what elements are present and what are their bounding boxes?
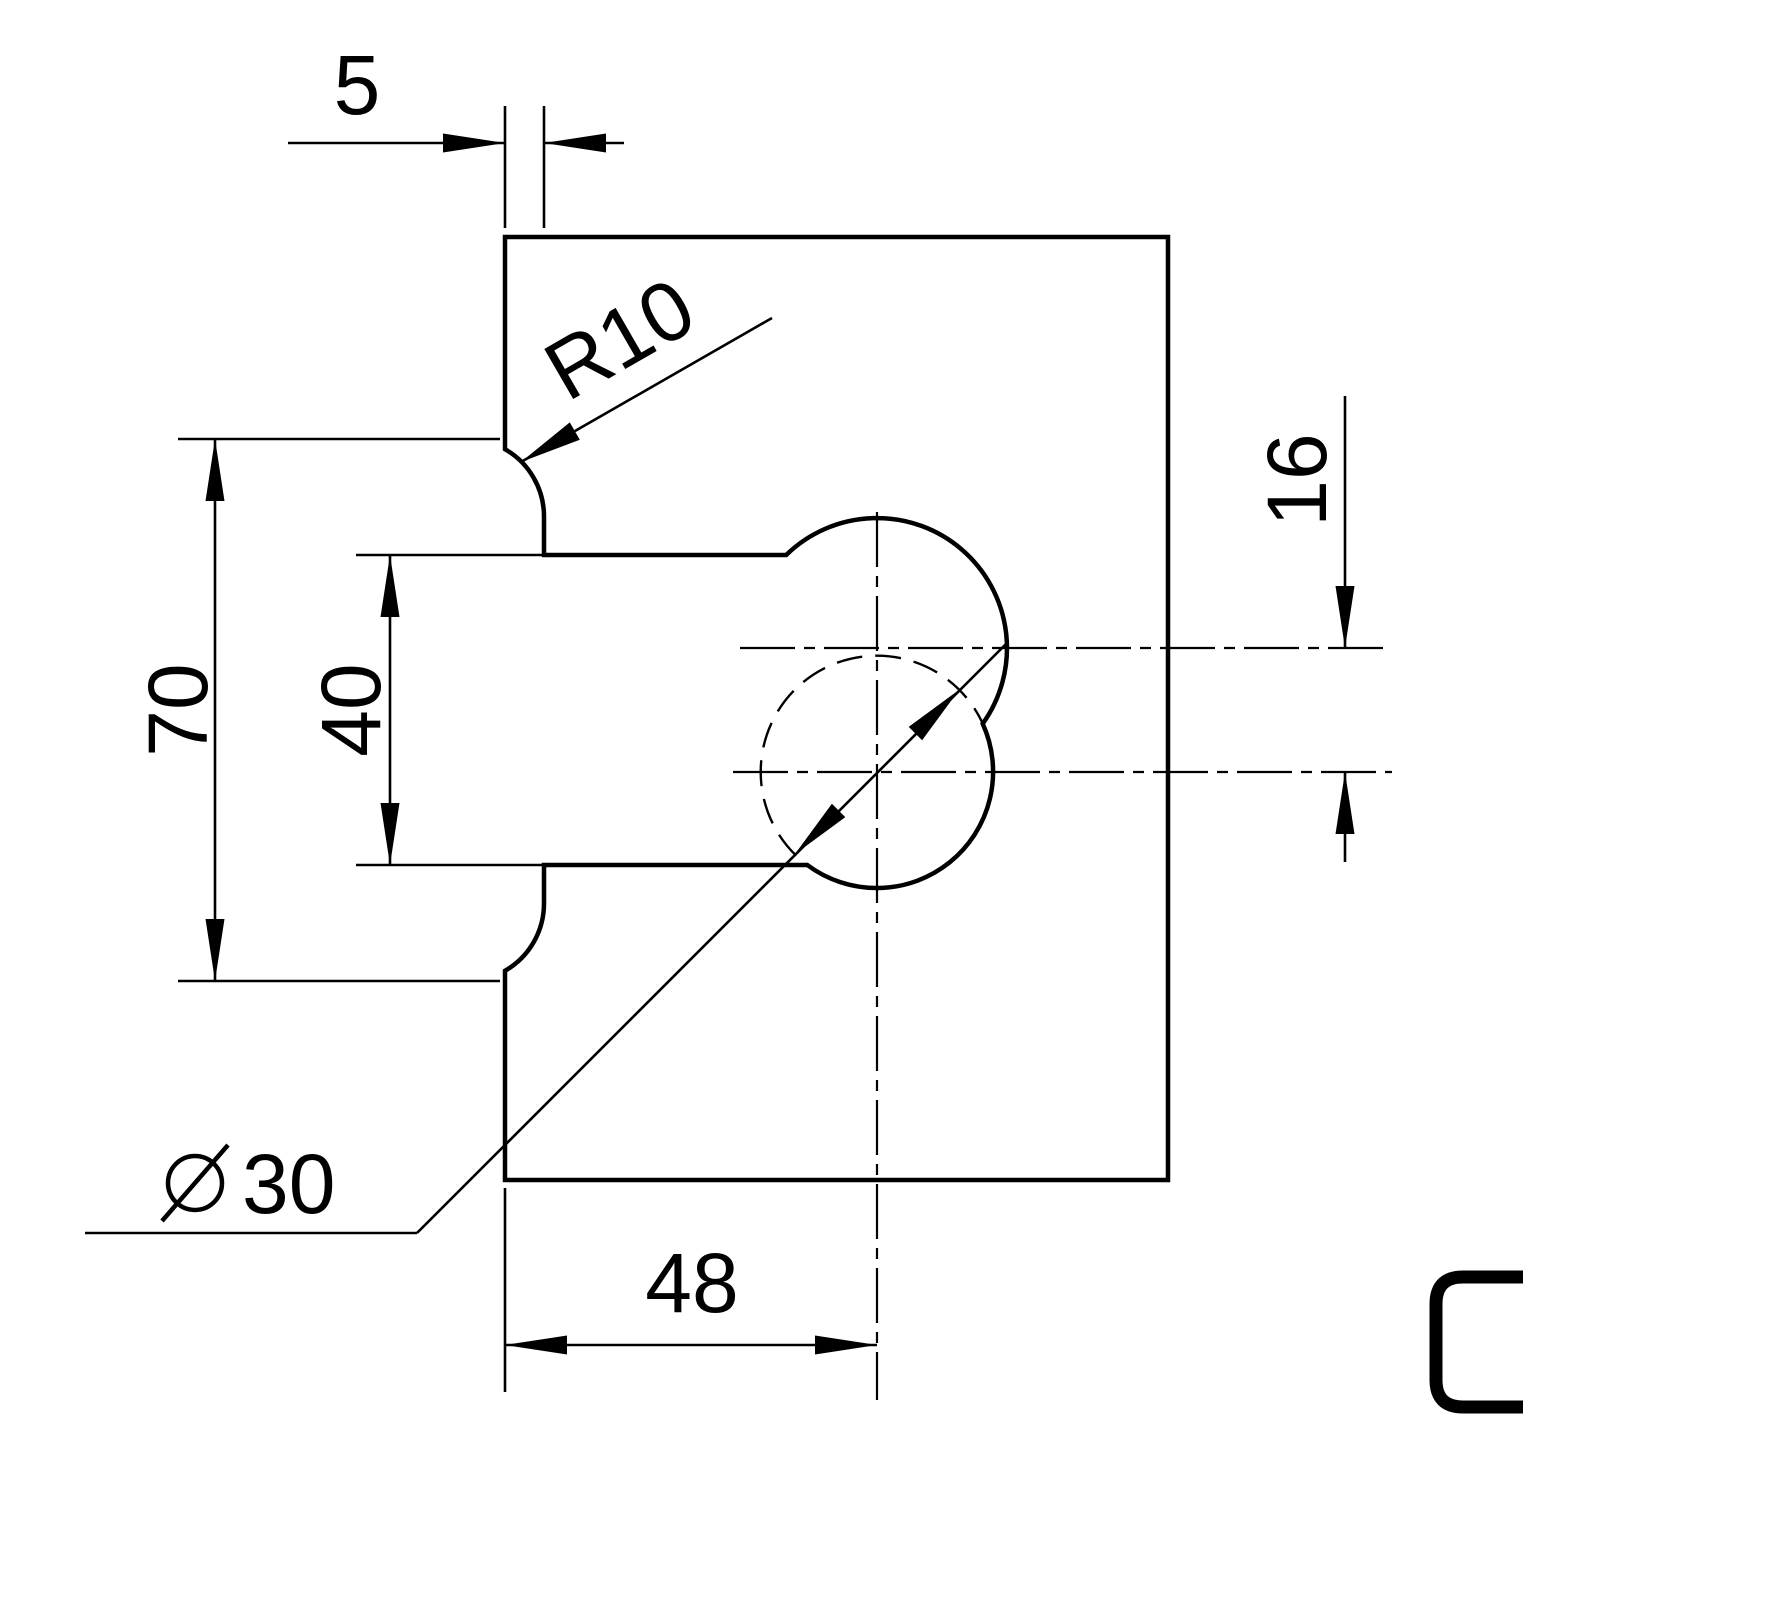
- arrowhead: [1335, 772, 1355, 834]
- dim-hole-distance-label: 48: [645, 1236, 738, 1330]
- diameter-symbol-circle: [165, 1153, 225, 1213]
- diameter-symbol-slash: [160, 1143, 230, 1223]
- dim-hole-diameter-label: 30: [242, 1137, 335, 1231]
- arrowhead: [544, 133, 606, 153]
- arrowhead: [380, 555, 400, 617]
- diameter-dimension-line: [416, 641, 1009, 1234]
- arrowhead: [380, 803, 400, 865]
- dimension-center-offset: 16: [1250, 396, 1355, 862]
- diameter-symbol-icon: Ø: [160, 1143, 230, 1223]
- view-label-glyph: [1429, 1270, 1523, 1414]
- arrowhead: [443, 133, 505, 153]
- arrowhead: [1335, 586, 1355, 648]
- arrowhead: [815, 1335, 877, 1355]
- glass-panel-outline: [502, 234, 1171, 1183]
- arrowhead: [205, 919, 225, 981]
- dimension-recess-height: 70: [131, 437, 500, 983]
- arrowhead: [205, 439, 225, 501]
- dimension-edge-offset: 5: [288, 38, 624, 228]
- view-label: C: [1429, 1270, 1523, 1414]
- arrowhead: [505, 1335, 567, 1355]
- dim-edge-offset-label: 5: [334, 38, 381, 132]
- dimension-hole-diameter: Ø 30: [85, 641, 1009, 1235]
- dim-recess-height-label: 70: [131, 663, 225, 756]
- dim-slot-height-label: 40: [304, 663, 398, 756]
- arrowhead: [521, 422, 580, 462]
- centerlines: [733, 512, 1392, 1400]
- dimension-slot-height: 40: [304, 553, 544, 867]
- arrowhead: [908, 689, 960, 741]
- arrowhead: [794, 803, 846, 855]
- dim-center-offset-label: 16: [1250, 433, 1344, 526]
- dimension-hole-distance: 48: [503, 1188, 877, 1392]
